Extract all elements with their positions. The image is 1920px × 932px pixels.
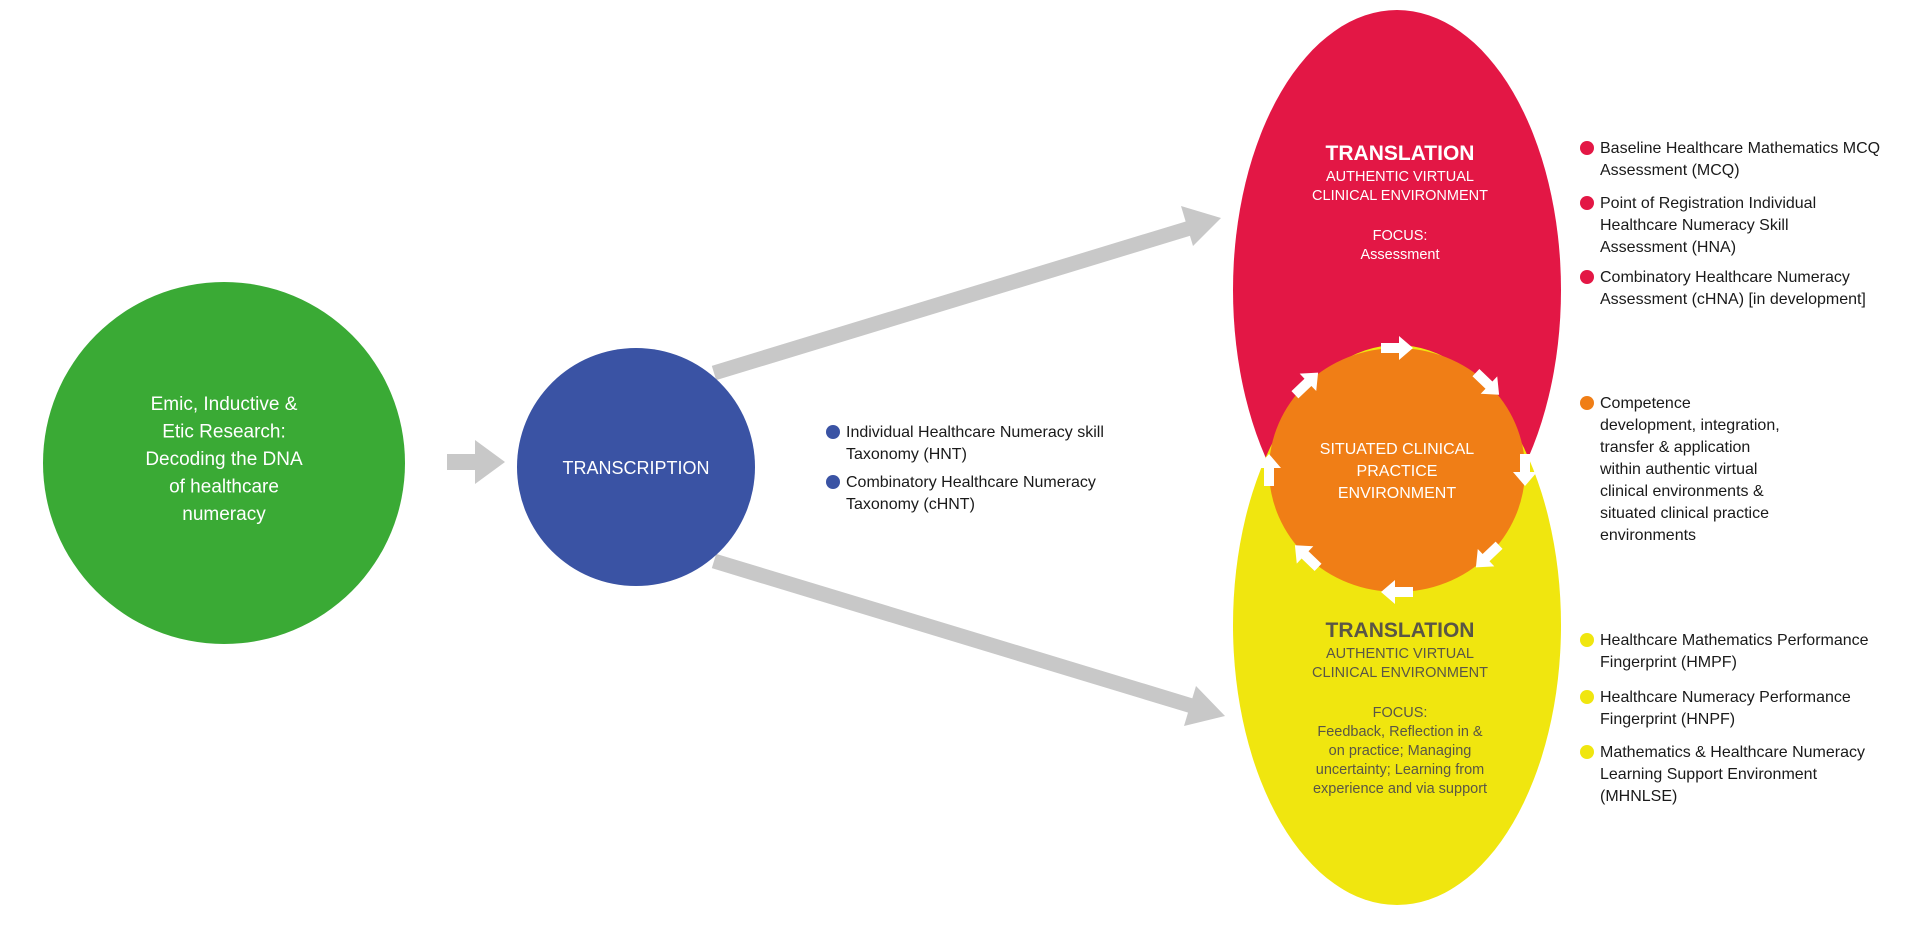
assessment-bullet-item: Combinatory Healthcare Numeracy (1600, 269, 1850, 286)
bullet-dot-icon (1580, 396, 1594, 410)
transcription-bullet-item: Taxonomy (cHNT) (846, 496, 975, 513)
curved-arrow-icon (1257, 454, 1281, 486)
focus-label: FOCUS: (1373, 705, 1428, 721)
research-label-line: of healthcare (169, 477, 279, 498)
transcription-bullet-item: Combinatory Healthcare Numeracy (846, 474, 1096, 491)
situated-bullet-item: within authentic virtual (1599, 461, 1757, 478)
curved-arrow-icon (1381, 336, 1413, 360)
research-circle (43, 282, 405, 644)
situated-bullet-item: development, integration, (1600, 417, 1780, 434)
assessment-bullet-item: Healthcare Numeracy Skill (1600, 217, 1789, 234)
curved-arrow-icon (1381, 580, 1413, 604)
assessment-bullet-item: Assessment (MCQ) (1600, 162, 1740, 179)
transcription-circle (517, 348, 755, 586)
transcription-label: TRANSCRIPTION (562, 458, 709, 478)
assessment-bullet-item: Assessment (HNA) (1600, 239, 1736, 256)
curved-arrow-icon (1291, 372, 1319, 399)
bullet-dot-icon (1580, 633, 1594, 647)
situated-bullet-item: situated clinical practice (1600, 505, 1769, 522)
curved-arrow-icon (1294, 545, 1322, 571)
research-label-line: numeracy (182, 504, 266, 525)
research-label-line: Decoding the DNA (145, 449, 303, 470)
arrow-to-assessment (711, 206, 1221, 381)
feedback-bullet-item: Fingerprint (HNPF) (1600, 711, 1735, 728)
situated-bullet-item: transfer & application (1600, 439, 1750, 456)
bullet-dot-icon (1580, 196, 1594, 210)
feedback-bullet-item: Fingerprint (HMPF) (1600, 654, 1737, 671)
assessment-bullet-item: Assessment (cHNA) [in development] (1600, 291, 1866, 308)
assessment-bullet-item: Point of Registration Individual (1600, 195, 1816, 212)
feedback-bullet-item: Mathematics & Healthcare Numeracy (1600, 744, 1865, 761)
bullet-dot-icon (1580, 270, 1594, 284)
bullet-dot-icon (1580, 141, 1594, 155)
translation-subtitle: AUTHENTIC VIRTUAL (1326, 646, 1474, 662)
research-label-line: Emic, Inductive & (151, 394, 298, 415)
focus-text: uncertainty; Learning from (1316, 762, 1484, 778)
situated-bullet-item: environments (1600, 527, 1696, 544)
bullet-dot-icon (1580, 745, 1594, 759)
bullet-dot-icon (826, 475, 840, 489)
focus-text: Feedback, Reflection in & (1317, 724, 1483, 740)
arrow-to-transcription (447, 440, 505, 484)
feedback-bullet-item: Healthcare Numeracy Performance (1600, 689, 1851, 706)
situated-label-line: ENVIRONMENT (1338, 485, 1456, 502)
translation-title: TRANSLATION (1326, 619, 1475, 642)
situated-label-line: PRACTICE (1357, 463, 1438, 480)
research-label-line: Etic Research: (162, 422, 286, 443)
cycle-arrows (1257, 336, 1537, 604)
assessment-bullet-item: Baseline Healthcare Mathematics MCQ (1600, 140, 1880, 157)
arrow-to-feedback (711, 553, 1225, 726)
situated-bullet-item: Competence (1600, 395, 1691, 412)
feedback-bullet-item: Healthcare Mathematics Performance (1600, 632, 1869, 649)
translation-subtitle: CLINICAL ENVIRONMENT (1312, 665, 1488, 681)
focus-text: experience and via support (1313, 781, 1487, 797)
curved-arrow-icon (1472, 369, 1500, 395)
translation-title: TRANSLATION (1326, 142, 1475, 165)
situated-practice-circle (1269, 348, 1525, 592)
feedback-bullet-item: Learning Support Environment (1600, 766, 1818, 783)
situated-bullet-item: clinical environments & (1600, 483, 1764, 500)
focus-text: on practice; Managing (1329, 743, 1472, 759)
curved-arrow-icon (1475, 541, 1503, 568)
transcription-bullet-item: Taxonomy (HNT) (846, 446, 967, 463)
focus-text: Assessment (1361, 247, 1440, 263)
feedback-bullet-item: (MHNLSE) (1600, 788, 1677, 805)
translation-subtitle: AUTHENTIC VIRTUAL (1326, 169, 1474, 185)
bullet-dot-icon (1580, 690, 1594, 704)
curved-arrow-icon (1513, 454, 1537, 486)
focus-label: FOCUS: (1373, 228, 1428, 244)
situated-label-line: SITUATED CLINICAL (1320, 441, 1475, 458)
translation-subtitle: CLINICAL ENVIRONMENT (1312, 188, 1488, 204)
bullet-dot-icon (826, 425, 840, 439)
transcription-bullet-item: Individual Healthcare Numeracy skill (846, 424, 1104, 441)
